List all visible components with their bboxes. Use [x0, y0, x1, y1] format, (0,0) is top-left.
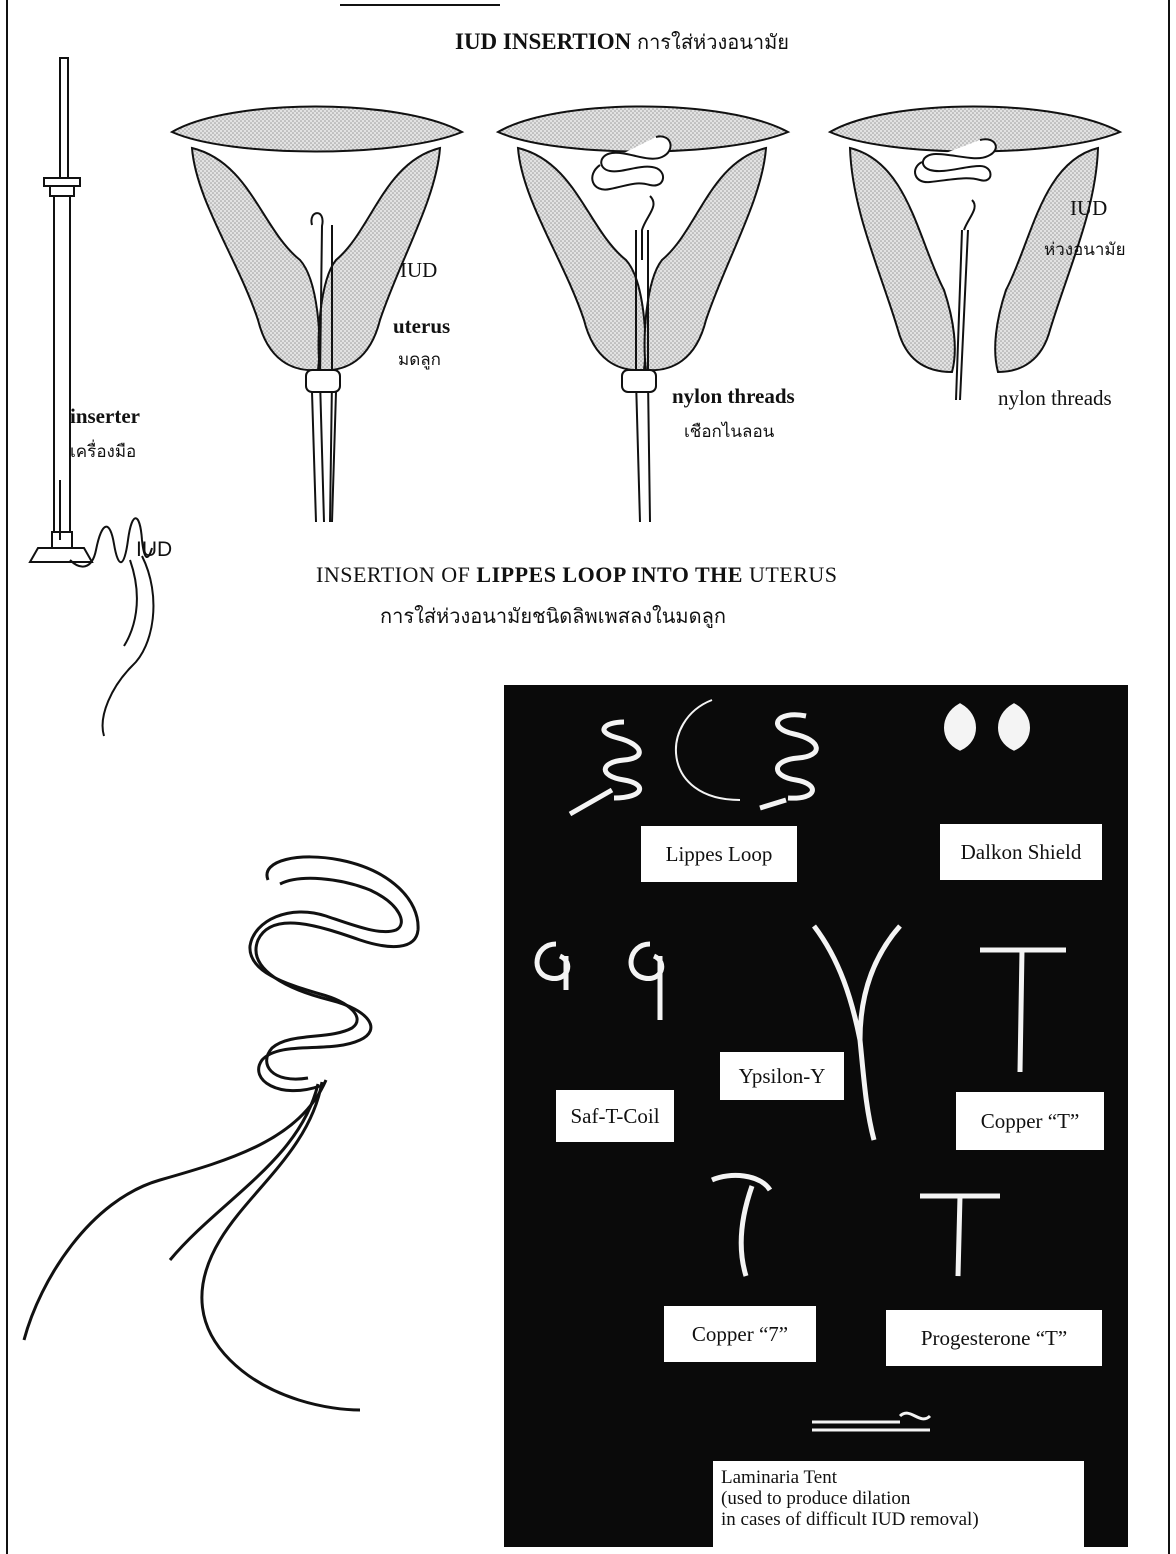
dalkon-shield-label: Dalkon Shield: [940, 824, 1102, 880]
ypsilon-label: Ypsilon-Y: [720, 1052, 844, 1100]
laminaria-line-2: (used to produce dilation: [721, 1488, 1076, 1509]
progesterone-t-label: Progesterone “T”: [886, 1310, 1102, 1366]
laminaria-line-1: Laminaria Tent: [721, 1467, 1076, 1488]
laminaria-line-3: in cases of difficult IUD removal): [721, 1509, 1076, 1530]
copper-t-label: Copper “T”: [956, 1092, 1104, 1150]
laminaria-tent-label: Laminaria Tent (used to produce dilation…: [713, 1461, 1084, 1547]
copper-7-label: Copper “7”: [664, 1306, 816, 1362]
lippes-loop-label: Lippes Loop: [641, 826, 797, 882]
saf-t-coil-label: Saf-T-Coil: [556, 1090, 674, 1142]
